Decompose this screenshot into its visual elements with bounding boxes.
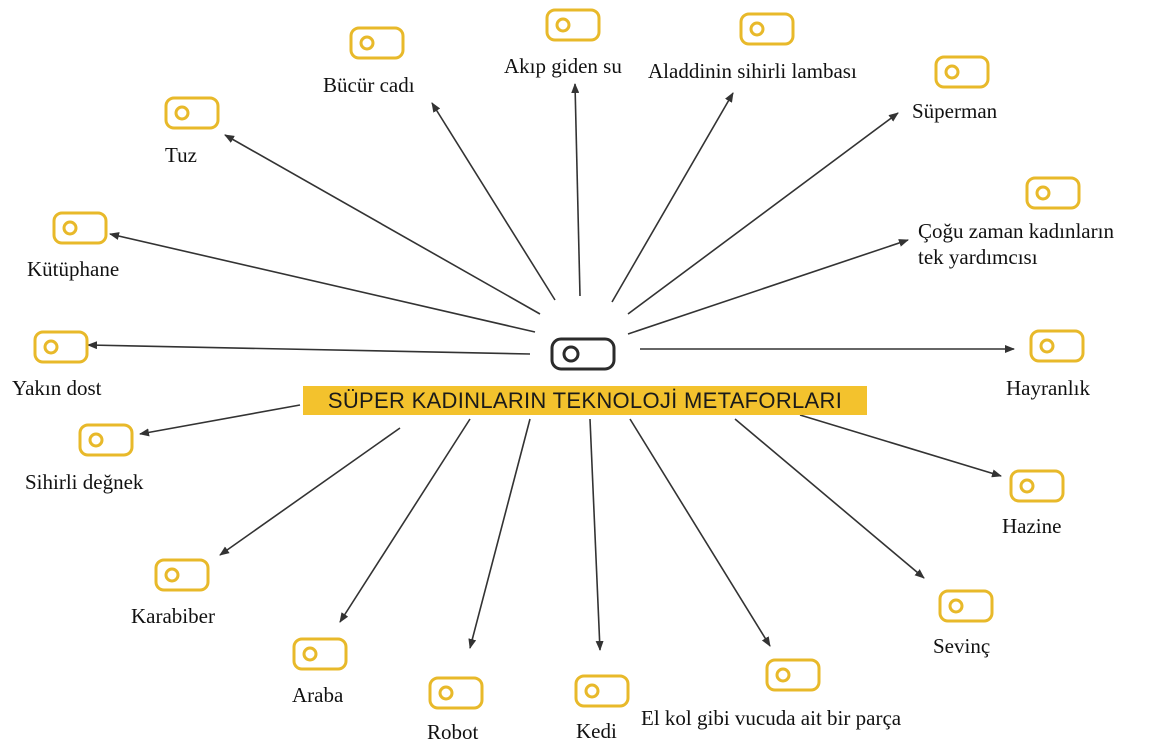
toggle-switch-icon[interactable] <box>1025 176 1081 215</box>
arrow-11 <box>219 427 401 556</box>
center-title: SÜPER KADINLARIN TEKNOLOJİ METAFORLARI <box>303 386 867 415</box>
node-label: El kol gibi vucuda ait bir parça <box>641 706 902 730</box>
node-label: Kütüphane <box>27 257 120 281</box>
node-label: Süperman <box>912 99 998 123</box>
toggle-switch-icon[interactable] <box>164 96 220 135</box>
toggle-switch-icon[interactable] <box>52 211 108 250</box>
arrow-2 <box>611 92 734 303</box>
arrow-4 <box>224 134 541 315</box>
toggle-switch-icon <box>550 337 616 371</box>
arrow-6 <box>109 232 536 333</box>
toggle-switch-icon[interactable] <box>154 558 210 597</box>
toggle-switch-icon[interactable] <box>1029 329 1085 368</box>
node-label: Bücür cadı <box>323 73 415 97</box>
toggle-switch-icon[interactable] <box>33 330 89 369</box>
node-label: Tuz <box>165 143 197 167</box>
arrow-16 <box>629 418 771 647</box>
toggle-switch-icon[interactable] <box>78 423 134 462</box>
node-label: Sihirli değnek <box>25 470 144 494</box>
node-label: Hayranlık <box>1006 376 1090 400</box>
toggle-switch-icon[interactable] <box>1009 469 1065 508</box>
arrow-1 <box>571 83 581 297</box>
toggle-switch-icon[interactable] <box>349 26 405 65</box>
node-label: Araba <box>292 683 344 707</box>
toggle-switch-icon[interactable] <box>739 12 795 51</box>
arrow-12 <box>734 418 925 579</box>
arrow-7 <box>87 341 531 355</box>
node-label: Karabiber <box>131 604 215 628</box>
arrow-14 <box>468 418 531 649</box>
toggle-switch-icon[interactable] <box>574 674 630 713</box>
toggle-switch-icon[interactable] <box>934 55 990 94</box>
node-label: Robot <box>427 720 479 744</box>
node-label: Yakın dost <box>12 376 102 400</box>
node-label: Aladdinin sihirli lambası <box>648 59 857 83</box>
arrow-13 <box>339 418 471 623</box>
arrow-15 <box>589 418 604 651</box>
arrow-0 <box>431 102 556 301</box>
toggle-switch-icon[interactable] <box>428 676 484 715</box>
node-label: Çoğu zaman kadınların tek yardımcısı <box>918 219 1114 269</box>
toggle-switch-icon[interactable] <box>292 637 348 676</box>
toggle-switch-icon[interactable] <box>765 658 821 697</box>
node-label: Akıp giden su <box>504 54 622 78</box>
node-label: Sevinç <box>933 634 991 658</box>
node-label: Hazine <box>1002 514 1062 538</box>
node-label: Kedi <box>576 719 617 743</box>
arrow-5 <box>627 239 909 335</box>
arrow-3 <box>627 112 899 315</box>
arrow-10 <box>799 414 1002 478</box>
arrow-9 <box>139 404 301 437</box>
toggle-switch-icon[interactable] <box>545 8 601 47</box>
toggle-switch-icon[interactable] <box>938 589 994 628</box>
center-node[interactable] <box>550 336 616 372</box>
